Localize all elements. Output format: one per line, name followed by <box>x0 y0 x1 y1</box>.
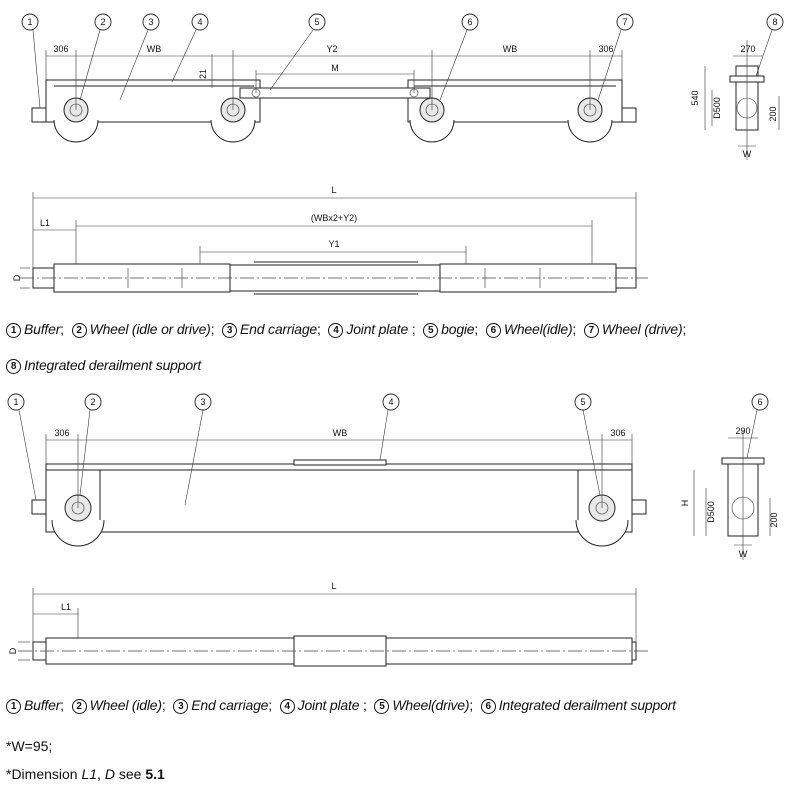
dim-200-single: 200 <box>769 512 779 527</box>
dim-l-top: L <box>331 185 336 195</box>
dim-wbx2y2: (WBx2+Y2) <box>311 213 357 223</box>
bogie-beam <box>239 87 431 99</box>
dim-l1-top: L1 <box>40 218 50 228</box>
svg-text:2: 2 <box>90 397 95 407</box>
svg-text:4: 4 <box>197 17 202 27</box>
callout-2: 2 <box>94 13 112 31</box>
figure4-top-view: L L1 D <box>8 581 650 667</box>
callout-s2: 2 <box>84 393 102 411</box>
callout-s4: 4 <box>382 393 400 411</box>
dim-l-bottom: L <box>331 581 336 591</box>
dim-306-right-single: 306 <box>610 428 625 438</box>
buffer-right <box>621 107 637 123</box>
dim-306-left: 306 <box>53 44 68 54</box>
joint-plate <box>293 459 387 466</box>
dim-d500-single: D500 <box>706 501 716 523</box>
figure1-end-view: 270 540 D500 200 W 8 <box>690 13 784 160</box>
svg-text:4: 4 <box>388 397 393 407</box>
dim-290: 290 <box>735 426 750 436</box>
figure3-side-view: 306 WB 306 1 2 3 4 5 <box>7 393 647 547</box>
dim-wb-left: WB <box>147 44 162 54</box>
note-dimension: *Dimension L1, D see 5.1 <box>6 766 165 782</box>
dim-d-top: D <box>12 274 22 281</box>
end-carriage-body <box>45 463 633 533</box>
dim-wb-single: WB <box>333 428 348 438</box>
dim-200: 200 <box>768 106 778 121</box>
svg-text:6: 6 <box>757 397 762 407</box>
svg-text:7: 7 <box>622 17 627 27</box>
callout-3: 3 <box>142 13 160 31</box>
svg-text:3: 3 <box>200 397 205 407</box>
dim-306-right: 306 <box>598 44 613 54</box>
figure2-top-view: L L1 (WBx2+Y2) Y1 D <box>12 185 648 295</box>
callout-s3: 3 <box>194 393 212 411</box>
note-w: *W=95; <box>6 738 53 754</box>
svg-text:1: 1 <box>13 397 18 407</box>
svg-text:6: 6 <box>467 17 472 27</box>
dim-21: 21 <box>198 69 208 79</box>
dim-w: W <box>743 149 752 159</box>
svg-text:2: 2 <box>100 17 105 27</box>
callout-6: 6 <box>461 13 479 31</box>
dim-h: H <box>680 500 690 507</box>
dim-l1-bottom: L1 <box>61 602 71 612</box>
svg-text:8: 8 <box>772 17 777 27</box>
callout-s1: 1 <box>7 393 25 411</box>
svg-text:3: 3 <box>148 17 153 27</box>
figure1-side-view: 306 WB Y2 M WB 306 21 1 2 3 4 5 6 7 <box>21 13 637 143</box>
buffer-right-single <box>631 499 647 515</box>
callout-5: 5 <box>308 13 326 31</box>
dim-y2: Y2 <box>326 44 337 54</box>
dim-540: 540 <box>690 90 700 105</box>
svg-text:5: 5 <box>580 397 585 407</box>
dim-w-single: W <box>739 549 748 559</box>
dim-270: 270 <box>740 44 755 54</box>
callout-s5: 5 <box>574 393 592 411</box>
callout-4: 4 <box>191 13 209 31</box>
svg-text:1: 1 <box>27 17 32 27</box>
callout-s6: 6 <box>751 393 769 411</box>
figure3-end-view: 290 H D500 200 W 6 <box>680 393 779 560</box>
dim-d-bottom: D <box>8 647 18 654</box>
callout-1: 1 <box>21 13 39 31</box>
dim-d500: D500 <box>712 97 722 119</box>
buffer-left-single <box>31 499 47 515</box>
buffer-left <box>31 107 47 123</box>
dim-m: M <box>331 63 339 73</box>
dim-y1: Y1 <box>328 239 339 249</box>
dim-306-left-single: 306 <box>54 428 69 438</box>
svg-text:5: 5 <box>314 17 319 27</box>
callout-8: 8 <box>766 13 784 31</box>
dim-wb-right: WB <box>503 44 518 54</box>
callout-7: 7 <box>616 13 634 31</box>
